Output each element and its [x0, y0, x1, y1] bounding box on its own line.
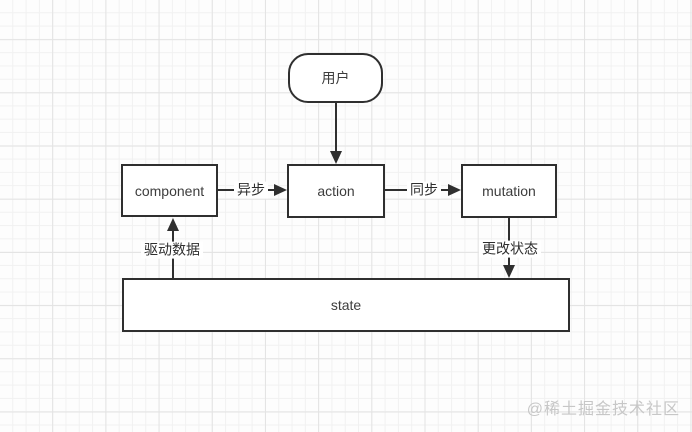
watermark: @稀土掘金技术社区: [526, 401, 680, 418]
edge-label-drive-data: 驱动数据: [141, 241, 203, 259]
node-state-label: state: [330, 297, 362, 313]
node-user: 用户: [288, 53, 383, 103]
edge-label-async: 异步: [234, 181, 268, 199]
edge-label-sync: 同步: [407, 181, 441, 199]
edge-label-update-state: 更改状态: [479, 240, 541, 258]
node-user-label: 用户: [321, 70, 350, 86]
node-component: component: [121, 164, 218, 217]
node-action: action: [287, 164, 385, 218]
node-component-label: component: [134, 182, 205, 199]
node-mutation: mutation: [461, 164, 557, 218]
node-state: state: [122, 278, 570, 332]
arrow-user-to-action: [330, 103, 342, 164]
node-mutation-label: mutation: [482, 183, 536, 199]
node-action-label: action: [317, 183, 355, 199]
